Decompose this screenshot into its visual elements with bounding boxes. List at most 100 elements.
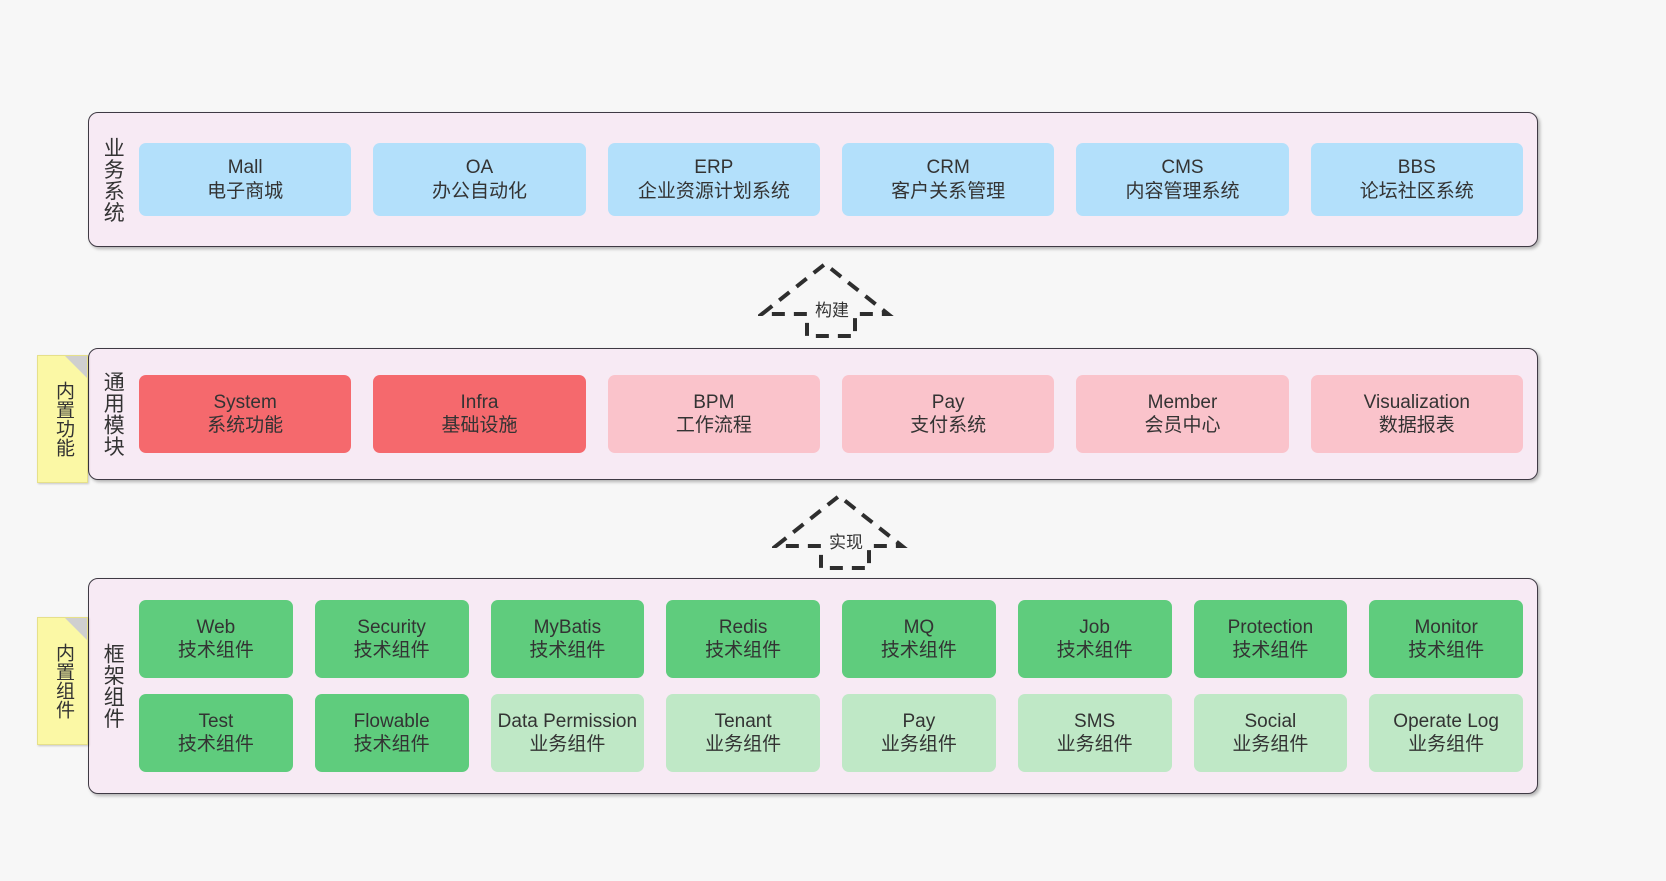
card-mq[interactable]: MQ 技术组件 (842, 600, 996, 678)
card-monitor[interactable]: Monitor 技术组件 (1369, 600, 1523, 678)
note-label: 内置组件 (52, 643, 74, 719)
connector-implement: 实现 (772, 490, 922, 572)
card-title: Mall (227, 157, 263, 179)
card-title: Visualization (1363, 391, 1470, 413)
card-bpm[interactable]: BPM 工作流程 (607, 375, 820, 453)
card-title: System (213, 391, 277, 413)
card-bbs[interactable]: BBS 论坛社区系统 (1310, 143, 1523, 216)
card-title: Social (1244, 710, 1297, 732)
page-fold-icon (65, 356, 87, 378)
card-subtitle: 技术组件 (1056, 640, 1133, 661)
card-title: Test (198, 710, 234, 732)
card-subtitle: 业务组件 (1056, 734, 1133, 755)
card-title: SMS (1074, 710, 1116, 732)
card-mybatis[interactable]: MyBatis 技术组件 (490, 600, 645, 678)
card-data-permission[interactable]: Data Permission 业务组件 (490, 694, 645, 772)
card-member[interactable]: Member 会员中心 (1076, 375, 1289, 453)
card-infra[interactable]: Infra 基础设施 (373, 375, 586, 453)
card-subtitle: 客户关系管理 (891, 180, 1006, 202)
card-crm[interactable]: CRM 客户关系管理 (841, 143, 1055, 216)
card-subtitle: 基础设施 (441, 415, 518, 436)
card-title: MQ (903, 616, 935, 638)
card-title: Tenant (714, 710, 772, 732)
card-title: Operate Log (1393, 710, 1499, 732)
card-subtitle: 技术组件 (880, 640, 957, 661)
card-title: ERP (694, 157, 734, 179)
note-builtin-features: 内置功能 (37, 355, 88, 483)
layer-label-business-systems: 业务系统 (101, 136, 125, 223)
card-row: System 系统功能 Infra 基础设施 BPM 工作流程 Pay 支付系统… (139, 375, 1523, 453)
card-title: CRM (926, 157, 970, 179)
card-title: Member (1147, 391, 1218, 413)
layer-framework-components: 框架组件 Web 技术组件 Security 技术组件 MyBatis 技术组件… (88, 578, 1538, 794)
card-erp[interactable]: ERP 企业资源计划系统 (607, 143, 820, 216)
card-subtitle: 技术组件 (353, 640, 430, 661)
card-subtitle: 企业资源计划系统 (637, 180, 790, 202)
card-job[interactable]: Job 技术组件 (1017, 600, 1172, 678)
connector-build: 构建 (758, 258, 908, 340)
note-builtin-components: 内置组件 (37, 617, 88, 745)
connector-implement-label: 实现 (829, 533, 863, 552)
card-title: BBS (1397, 157, 1436, 179)
card-visualization[interactable]: Visualization 数据报表 (1310, 375, 1523, 453)
card-operate-log[interactable]: Operate Log 业务组件 (1369, 694, 1523, 772)
card-subtitle: 业务组件 (880, 734, 957, 755)
layer-label-common-modules: 通用模块 (101, 371, 125, 457)
card-subtitle: 业务组件 (1408, 734, 1485, 755)
card-pay[interactable]: Pay 支付系统 (841, 375, 1055, 453)
card-subtitle: 技术组件 (529, 640, 606, 661)
card-title: Pay (931, 391, 965, 413)
card-subtitle: 办公自动化 (431, 180, 527, 202)
card-subtitle: 工作流程 (675, 415, 752, 436)
card-cms[interactable]: CMS 内容管理系统 (1076, 143, 1289, 216)
card-subtitle: 技术组件 (177, 640, 254, 661)
card-redis[interactable]: Redis 技术组件 (666, 600, 820, 678)
card-title: Data Permission (497, 710, 638, 732)
card-subtitle: 技术组件 (353, 734, 430, 755)
layer-body-business-systems: Mall 电子商城 OA 办公自动化 ERP 企业资源计划系统 CRM 客户关系… (135, 113, 1537, 246)
layer-body-common-modules: System 系统功能 Infra 基础设施 BPM 工作流程 Pay 支付系统… (135, 349, 1537, 479)
card-title: Web (196, 616, 236, 638)
card-title: Pay (902, 710, 936, 732)
card-title: Job (1079, 616, 1110, 638)
up-arrow-dashed-icon (758, 261, 894, 338)
page-fold-icon (65, 618, 87, 640)
card-subtitle: 电子商城 (207, 180, 284, 202)
card-title: BPM (693, 391, 735, 413)
card-oa[interactable]: OA 办公自动化 (373, 143, 586, 216)
card-subtitle: 会员中心 (1144, 415, 1221, 436)
card-subtitle: 技术组件 (1408, 640, 1485, 661)
card-tenant[interactable]: Tenant 业务组件 (666, 694, 820, 772)
card-test[interactable]: Test 技术组件 (139, 694, 293, 772)
card-title: CMS (1161, 157, 1204, 179)
card-subtitle: 系统功能 (207, 415, 284, 436)
card-sms[interactable]: SMS 业务组件 (1017, 694, 1172, 772)
card-subtitle: 技术组件 (1232, 640, 1309, 661)
card-title: Redis (718, 616, 768, 638)
card-protection[interactable]: Protection 技术组件 (1193, 600, 1348, 678)
card-subtitle: 业务组件 (705, 734, 782, 755)
card-subtitle: 内容管理系统 (1125, 180, 1240, 202)
card-flowable[interactable]: Flowable 技术组件 (314, 694, 469, 772)
card-title: OA (465, 157, 494, 179)
card-title: Security (357, 616, 426, 638)
card-pay-business[interactable]: Pay 业务组件 (842, 694, 996, 772)
card-subtitle: 支付系统 (910, 415, 987, 436)
card-title: Protection (1227, 616, 1314, 638)
card-row: Test 技术组件 Flowable 技术组件 Data Permission … (139, 694, 1523, 772)
card-subtitle: 数据报表 (1378, 415, 1455, 436)
layer-business-systems: 业务系统 Mall 电子商城 OA 办公自动化 ERP 企业资源计划系统 CRM… (88, 112, 1538, 247)
card-title: Flowable (353, 710, 430, 732)
card-row: Web 技术组件 Security 技术组件 MyBatis 技术组件 Redi… (139, 600, 1523, 678)
card-system[interactable]: System 系统功能 (139, 375, 352, 453)
card-subtitle: 技术组件 (705, 640, 782, 661)
card-subtitle: 技术组件 (177, 734, 254, 755)
connector-build-label: 构建 (815, 301, 849, 320)
card-mall[interactable]: Mall 电子商城 (139, 143, 352, 216)
layer-body-framework-components: Web 技术组件 Security 技术组件 MyBatis 技术组件 Redi… (135, 579, 1537, 793)
card-title: Monitor (1414, 616, 1478, 638)
card-security[interactable]: Security 技术组件 (314, 600, 469, 678)
card-web[interactable]: Web 技术组件 (139, 600, 293, 678)
card-social[interactable]: Social 业务组件 (1193, 694, 1348, 772)
layer-common-modules: 通用模块 System 系统功能 Infra 基础设施 BPM 工作流程 Pay… (88, 348, 1538, 480)
